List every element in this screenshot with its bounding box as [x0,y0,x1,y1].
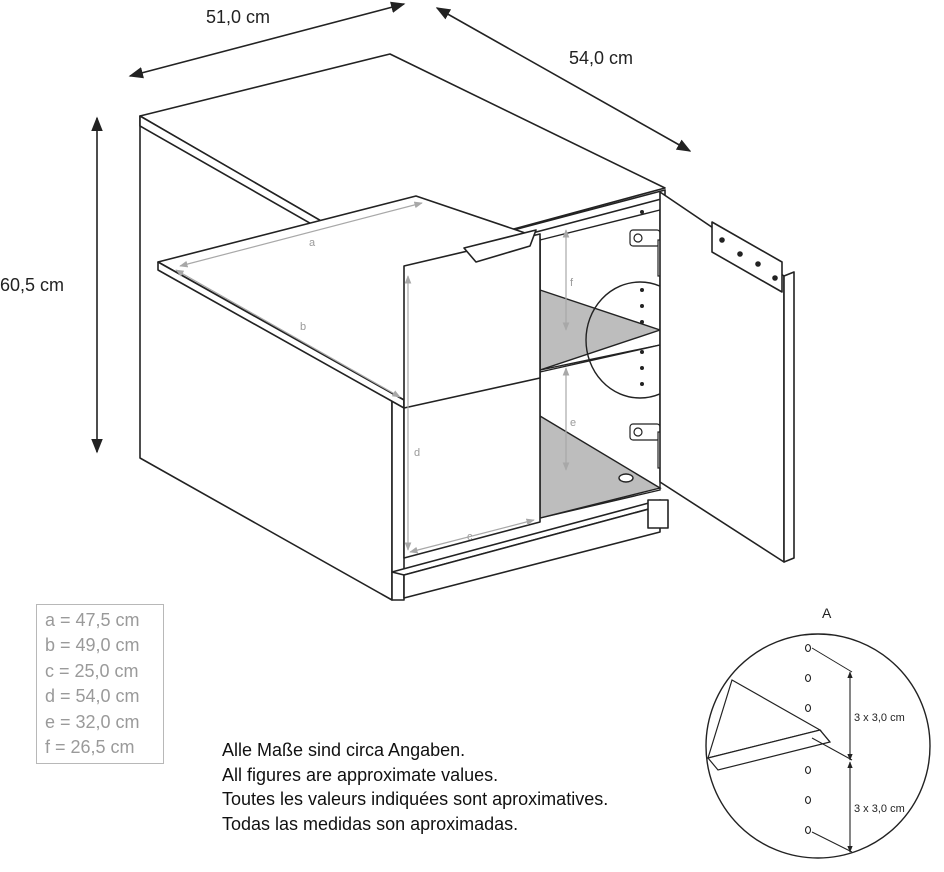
depth-label: 54,0 cm [569,48,633,68]
width-dimension: 51,0 cm [128,1,406,79]
legend-row-a: a = 47,5 cm [45,610,140,630]
detail-title: A [822,605,832,621]
spacing-lower-label: 3 x 3,0 cm [854,803,905,815]
part-label-d: d [414,447,420,459]
approximation-notes: Alle Maße sind circa Angaben. All figure… [222,738,702,836]
legend-row-d: d = 54,0 cm [45,686,140,707]
front-panel [403,229,541,559]
part-label-e: e [570,417,576,429]
legend-row-b: b = 49,0 cm [45,635,140,656]
note-english: All figures are approximate values. [222,764,499,785]
part-label-c: c [467,531,473,543]
detail-a: A 3 x 3,0 cm 3 x 3,0 cm [705,605,931,859]
spacing-upper-label: 3 x 3,0 cm [854,712,905,724]
legend-row-f: f = 26,5 cm [45,737,135,758]
width-label: 51,0 cm [206,7,270,27]
height-dimension: 60,5 cm [0,116,103,454]
part-label-b: b [300,321,306,333]
door [659,191,795,563]
part-label-a: a [309,237,316,249]
depth-dimension: 54,0 cm [435,7,692,152]
note-german: Alle Maße sind circa Angaben. [222,740,466,760]
cabinet-interior [539,209,663,519]
legend-row-e: e = 32,0 cm [45,711,140,732]
legend-row-c: c = 25,0 cm [45,660,139,681]
dimension-legend: a = 47,5 cm b = 49,0 cm c = 25,0 cm d = … [36,604,164,764]
part-guides [175,201,570,554]
height-label: 60,5 cm [0,275,64,295]
shelf-pin-holes [640,210,644,386]
note-spanish: Todas las medidas son aproximadas. [222,813,519,834]
part-labels: a b c d e f [300,237,576,543]
part-label-f: f [570,277,574,289]
note-french: Toutes les valeurs indiquées sont aproxi… [222,789,609,809]
